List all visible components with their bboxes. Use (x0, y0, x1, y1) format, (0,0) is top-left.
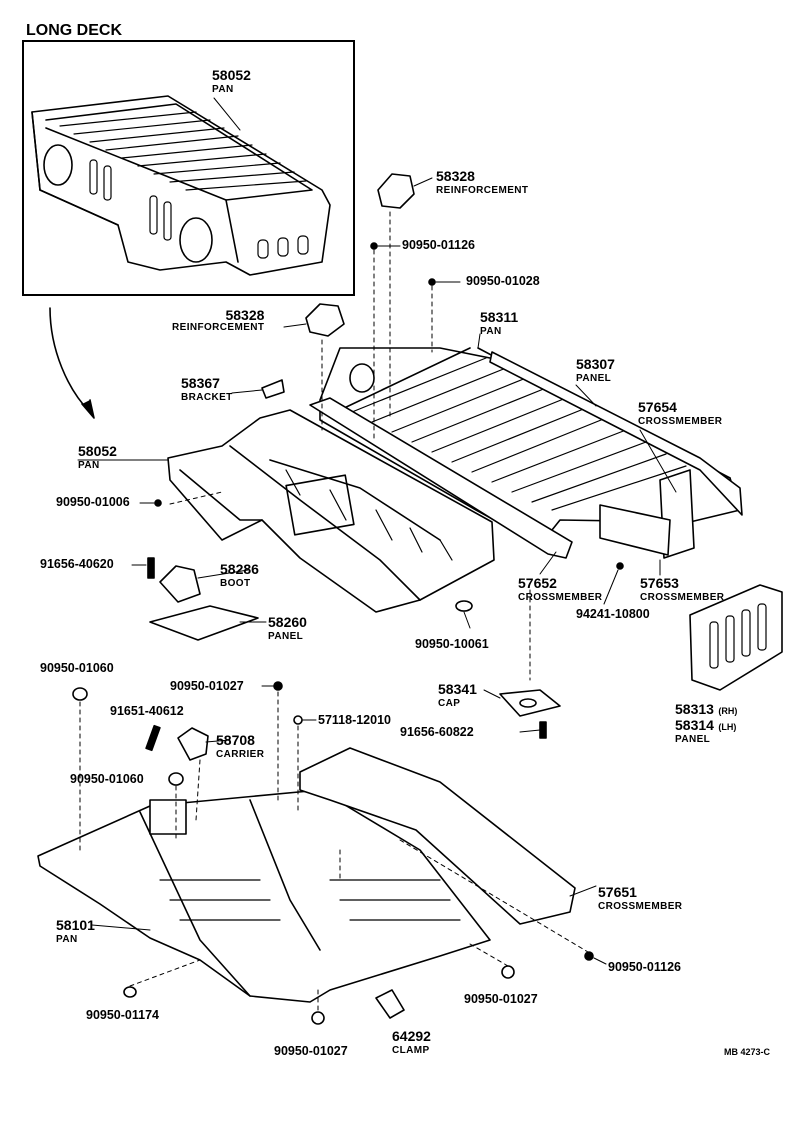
alignment-lines (79, 211, 589, 1011)
reinforcement-top-drawing (377, 173, 415, 209)
drawing-code: MB 4273-C (724, 1047, 771, 1057)
partno-90950-01027-a: 90950-01027 (170, 679, 244, 693)
crossmember-57653-drawing (599, 504, 671, 556)
partno-90950-01060-b: 90950-01060 (70, 772, 144, 786)
partno-90950-10061: 90950-10061 (415, 637, 489, 651)
partno-91651-40612: 91651-40612 (110, 704, 184, 718)
bracket-drawing (261, 379, 285, 399)
partno-90950-01174: 90950-01174 (86, 1008, 159, 1022)
long-deck-inset-frame (22, 40, 355, 296)
partno-90950-01027-b: 90950-01027 (464, 992, 538, 1006)
partno-90950-01126-b: 90950-01126 (608, 960, 681, 974)
diagram-title: LONG DECK (26, 22, 122, 39)
reinforcement-mid-drawing (305, 303, 345, 337)
partno-91656-60822: 91656-60822 (400, 725, 474, 739)
partno-90950-01027-c: 90950-01027 (274, 1044, 348, 1058)
long-deck-pan-drawing (31, 95, 331, 276)
partno-90950-01028: 90950-01028 (466, 274, 540, 288)
partno-91656-40620: 91656-40620 (40, 557, 114, 571)
long-deck-arrow (49, 307, 91, 413)
front-floor-pan-mid-drawing (167, 409, 495, 613)
side-panel-drawing (489, 351, 743, 516)
panel-58260-drawing (149, 605, 259, 641)
carrier-drawing (177, 727, 209, 761)
label-58314: 58314 (LH)PANEL (675, 717, 737, 745)
crossmember-57652-drawing (309, 397, 573, 559)
clamp-drawing (375, 989, 405, 1019)
leader-lines (77, 97, 677, 965)
partno-90950-01126-a: 90950-01126 (402, 238, 475, 252)
label-58313: 58313 (RH) (675, 701, 738, 717)
fastener-markers (72, 242, 624, 1025)
cap-drawing (499, 689, 561, 717)
boot-drawing (159, 565, 201, 603)
crossmember-57651-drawing (299, 747, 576, 925)
partno-94241-10800: 94241-10800 (576, 607, 650, 621)
side-panel-58313-drawing (689, 584, 783, 691)
partno-90950-01006: 90950-01006 (56, 495, 130, 509)
partno-90950-01060-a: 90950-01060 (40, 661, 114, 675)
partno-57118-12010: 57118-12010 (318, 713, 391, 727)
